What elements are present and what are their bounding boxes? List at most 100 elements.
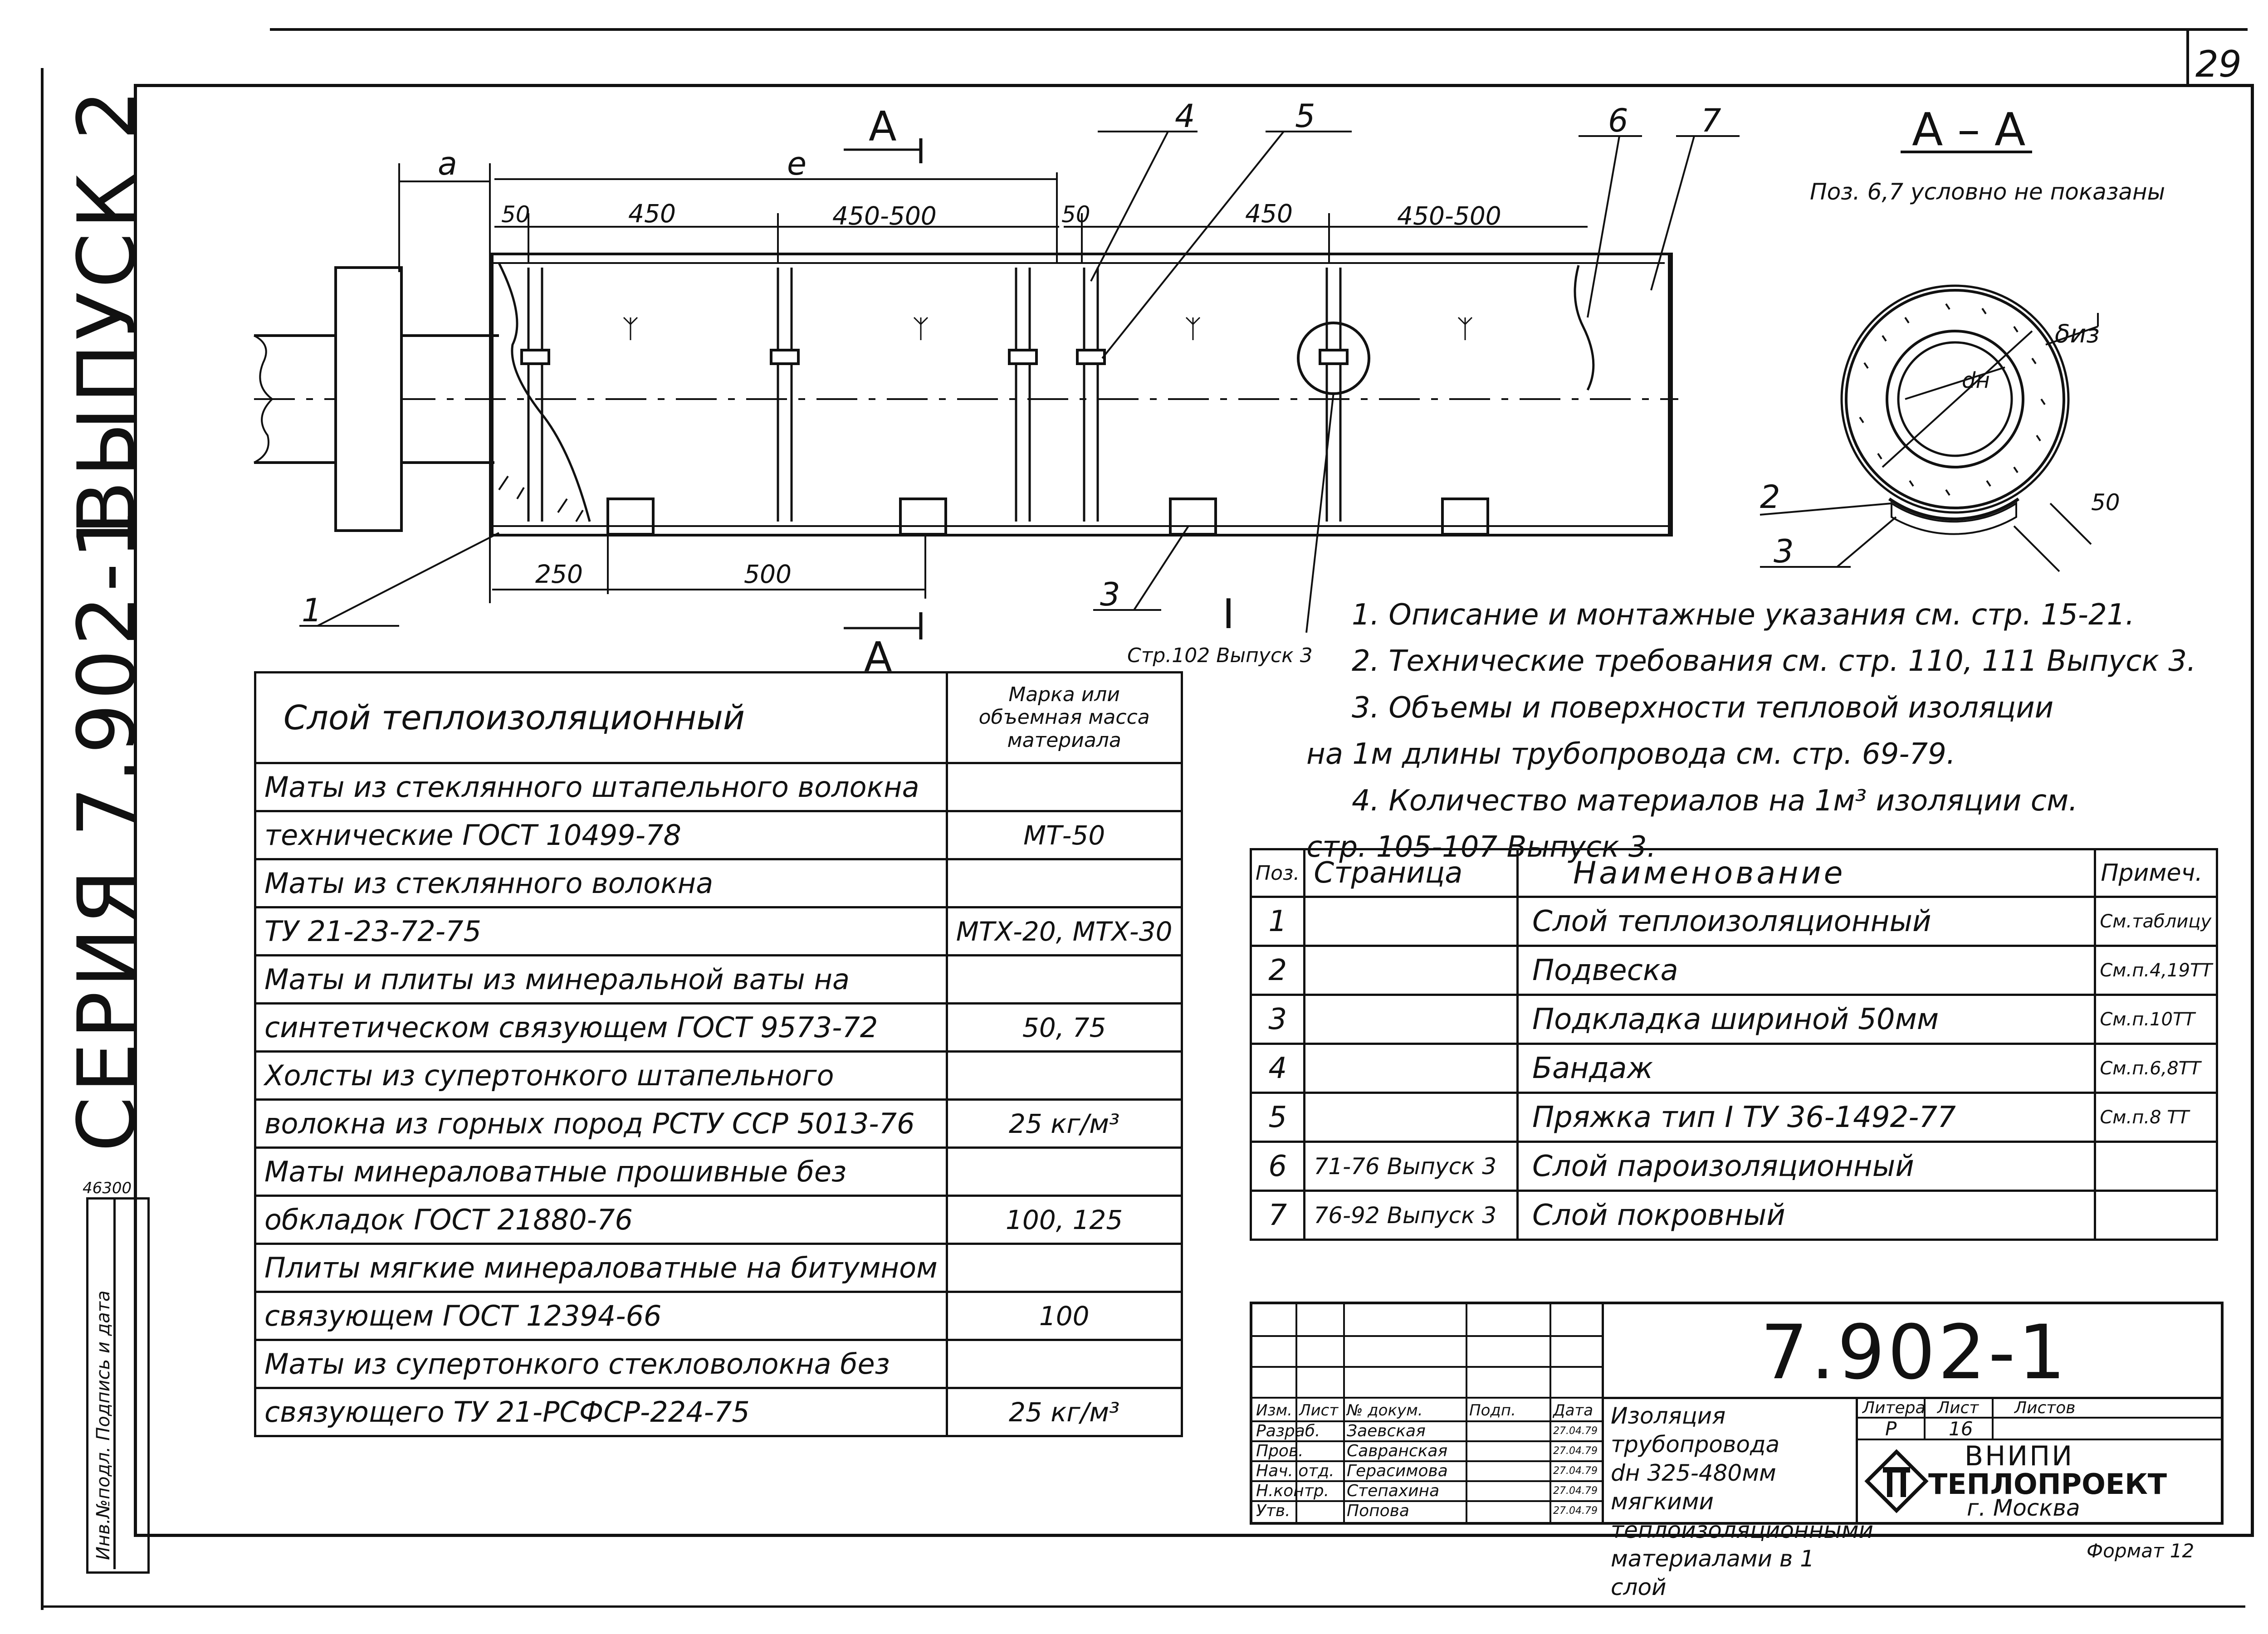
org-top: ВНИПИ bbox=[1965, 1440, 2074, 1472]
title-block-name: Попова bbox=[1347, 1502, 1409, 1520]
page-number: 29 bbox=[2195, 43, 2242, 85]
spec-row-pos: 1 bbox=[1249, 896, 1306, 947]
spec-row-name: Пряжка тип I ТУ 36-1492-77 bbox=[1516, 1092, 2097, 1143]
spec-row-pos: 7 bbox=[1249, 1190, 1306, 1241]
title-block-role: Пров. bbox=[1256, 1442, 1304, 1460]
materials-row-mark bbox=[945, 1050, 1183, 1101]
dim-bottom-2: 500 bbox=[744, 560, 792, 589]
title-block-col-header: Изм. bbox=[1256, 1401, 1292, 1419]
title-block-name: Савранская bbox=[1347, 1442, 1448, 1460]
materials-row-text: синтетическом связующем ГОСТ 9573-72 bbox=[254, 1002, 948, 1053]
materials-row-mark bbox=[945, 1146, 1183, 1197]
pos-label-4: 4 bbox=[1175, 98, 1195, 135]
spec-header-name: Наименование bbox=[1516, 848, 2097, 898]
spec-row-note: См.п.10ТТ bbox=[2094, 994, 2218, 1045]
materials-row: Маты из супертонкого стекловолокна без bbox=[254, 1339, 1183, 1389]
label-diz: δиз bbox=[2055, 319, 2100, 348]
materials-row-mark: 100 bbox=[945, 1291, 1183, 1341]
materials-header-layer: Слой теплоизоляционный bbox=[254, 671, 948, 764]
doc-title-line-3: теплоизоляционными bbox=[1611, 1517, 1874, 1543]
materials-row: Маты минераловатные прошивные без bbox=[254, 1146, 1183, 1197]
spec-row-pos: 4 bbox=[1249, 1043, 1306, 1094]
title-block-date: 27.04.79 bbox=[1553, 1465, 1598, 1477]
spec-row-name: Подкладка шириной 50мм bbox=[1516, 994, 2097, 1045]
side-stamp-divider bbox=[113, 1197, 116, 1569]
org-city: г. Москва bbox=[1967, 1495, 2080, 1521]
title-block-role: Утв. bbox=[1256, 1502, 1290, 1520]
dim-e-label: e bbox=[787, 145, 807, 182]
spec-row-name: Слой пароизоляционный bbox=[1516, 1141, 2097, 1192]
dim-top-4: 50 bbox=[1061, 201, 1090, 228]
spec-row-page: 76-92 Выпуск 3 bbox=[1303, 1190, 1519, 1241]
materials-row-text: Плиты мягкие минераловатные на битумном bbox=[254, 1243, 948, 1293]
materials-row-mark bbox=[945, 762, 1183, 812]
title-block-col-header: Дата bbox=[1553, 1401, 1593, 1419]
materials-row-mark: 100, 125 bbox=[945, 1195, 1183, 1245]
doc-number: 7.902-1 bbox=[1760, 1309, 2068, 1396]
spec-row-page bbox=[1303, 1092, 1519, 1143]
doc-title-line-2: dн 325-480мм мягкими bbox=[1611, 1460, 1776, 1515]
materials-table: Слой теплоизоляционный Марка или объемна… bbox=[254, 671, 1183, 1437]
side-stamp-text: Инв.№подл. Подпись и дата bbox=[93, 1290, 114, 1560]
detail-ref: Стр.102 Выпуск 3 bbox=[1127, 644, 1313, 667]
materials-row-mark: МТХ-20, МТХ-30 bbox=[945, 906, 1183, 956]
doc-title-line-1: Изоляция трубопровода bbox=[1611, 1403, 1780, 1458]
dim-top-2: 450 bbox=[628, 199, 676, 228]
spec-row-name: Бандаж bbox=[1516, 1043, 2097, 1094]
page-number-box bbox=[2186, 28, 2189, 87]
materials-row: волокна из горных пород РСТУ ССР 5013-76… bbox=[254, 1098, 1183, 1149]
doc-title-line-4: материалами в 1 слой bbox=[1611, 1546, 1814, 1600]
dim-top-3: 450-500 bbox=[832, 201, 937, 230]
left-margin-line bbox=[41, 68, 44, 1610]
spec-row-note: См.таблицу bbox=[2094, 896, 2218, 947]
materials-row-text: волокна из горных пород РСТУ ССР 5013-76 bbox=[254, 1098, 948, 1149]
spec-row-pos: 2 bbox=[1249, 945, 1306, 996]
spec-row-page bbox=[1303, 994, 1519, 1045]
doc-title: Изоляция трубопровода dн 325-480мм мягки… bbox=[1611, 1402, 1874, 1602]
spec-row-name: Слой покровный bbox=[1516, 1190, 2097, 1241]
materials-row-mark bbox=[945, 858, 1183, 908]
materials-row-text: Холсты из супертонкого штапельного bbox=[254, 1050, 948, 1101]
materials-row-mark bbox=[945, 954, 1183, 1005]
sheet-header: Лист bbox=[1937, 1399, 1979, 1417]
materials-row-text: Маты и плиты из минеральной ваты на bbox=[254, 954, 948, 1005]
materials-row-text: Маты из стеклянного волокна bbox=[254, 858, 948, 908]
title-block-col-header: Подп. bbox=[1469, 1401, 1516, 1419]
spec-row-name: Подвеска bbox=[1516, 945, 2097, 996]
side-stamp-box bbox=[86, 1197, 150, 1574]
materials-row-mark: 25 кг/м³ bbox=[945, 1098, 1183, 1149]
note-3: 3. Объемы и поверхности тепловой изоляци… bbox=[1352, 691, 2054, 725]
spec-row-page bbox=[1303, 1043, 1519, 1094]
label-50: 50 bbox=[2091, 489, 2120, 516]
materials-row-mark bbox=[945, 1339, 1183, 1389]
title-block-col-header: № докум. bbox=[1347, 1401, 1423, 1419]
spec-row-pos: 6 bbox=[1249, 1141, 1306, 1192]
materials-row: Маты из стеклянного волокна bbox=[254, 858, 1183, 908]
title-block-role: Н.контр. bbox=[1256, 1482, 1330, 1500]
lit-header: Литера bbox=[1862, 1399, 1926, 1417]
title-block-date: 27.04.79 bbox=[1553, 1425, 1598, 1437]
materials-row-text: связующего ТУ 21-РСФСР-224-75 bbox=[254, 1387, 948, 1437]
section-title: А – А bbox=[1912, 103, 2025, 156]
title-block-col-header: Лист bbox=[1299, 1401, 1339, 1419]
spec-row-note: См.п.6,8ТТ bbox=[2094, 1043, 2218, 1094]
materials-row-text: Маты минераловатные прошивные без bbox=[254, 1146, 948, 1197]
pos-label-7: 7 bbox=[1701, 102, 1721, 139]
dim-top-6: 450-500 bbox=[1397, 201, 1501, 230]
spec-row-page bbox=[1303, 896, 1519, 947]
notes-block: 1. Описание и монтажные указания см. стр… bbox=[1306, 592, 2214, 870]
format-note: Формат 12 bbox=[2087, 1540, 2195, 1562]
title-block-role: Разраб. bbox=[1256, 1422, 1320, 1440]
pos-label-3: 3 bbox=[1100, 576, 1120, 613]
dim-top-5: 450 bbox=[1245, 199, 1293, 228]
